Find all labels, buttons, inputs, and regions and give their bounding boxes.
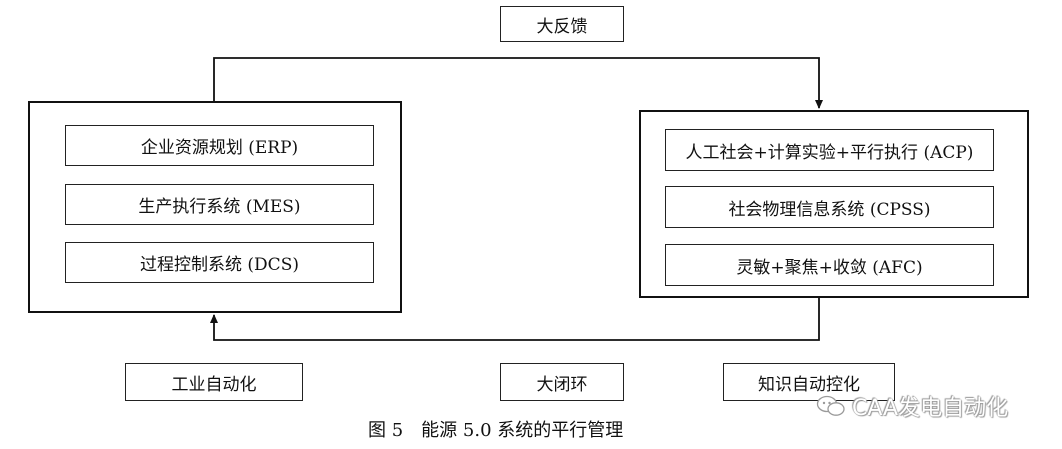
watermark: CAA发电自动化 <box>816 390 1008 422</box>
bottom-label-industrial-automation: 工业自动化 <box>125 363 303 401</box>
closed-loop-line <box>210 298 820 341</box>
bottom-label-knowledge-automation: 知识自动控化 <box>723 363 895 401</box>
left-panel-item-erp: 企业资源规划 (ERP) <box>65 125 374 166</box>
bottom-label-closed-loop: 大闭环 <box>500 363 624 401</box>
chat-bubble-icon <box>816 395 845 416</box>
right-panel-item-afc: 灵敏+聚焦+收敛 (AFC) <box>665 244 994 286</box>
top-feedback-label: 大反馈 <box>500 6 624 42</box>
right-panel-item-acp: 人工社会+计算实验+平行执行 (ACP) <box>665 129 994 171</box>
left-panel-item-dcs: 过程控制系统 (DCS) <box>65 242 374 283</box>
watermark-text: CAA发电自动化 <box>852 396 1009 421</box>
figure-caption: 图 5 能源 5.0 系统的平行管理 <box>368 420 624 441</box>
feedback-loop-line <box>213 57 823 109</box>
left-panel-item-mes: 生产执行系统 (MES) <box>65 184 374 225</box>
right-panel-item-cpss: 社会物理信息系统 (CPSS) <box>665 186 994 228</box>
